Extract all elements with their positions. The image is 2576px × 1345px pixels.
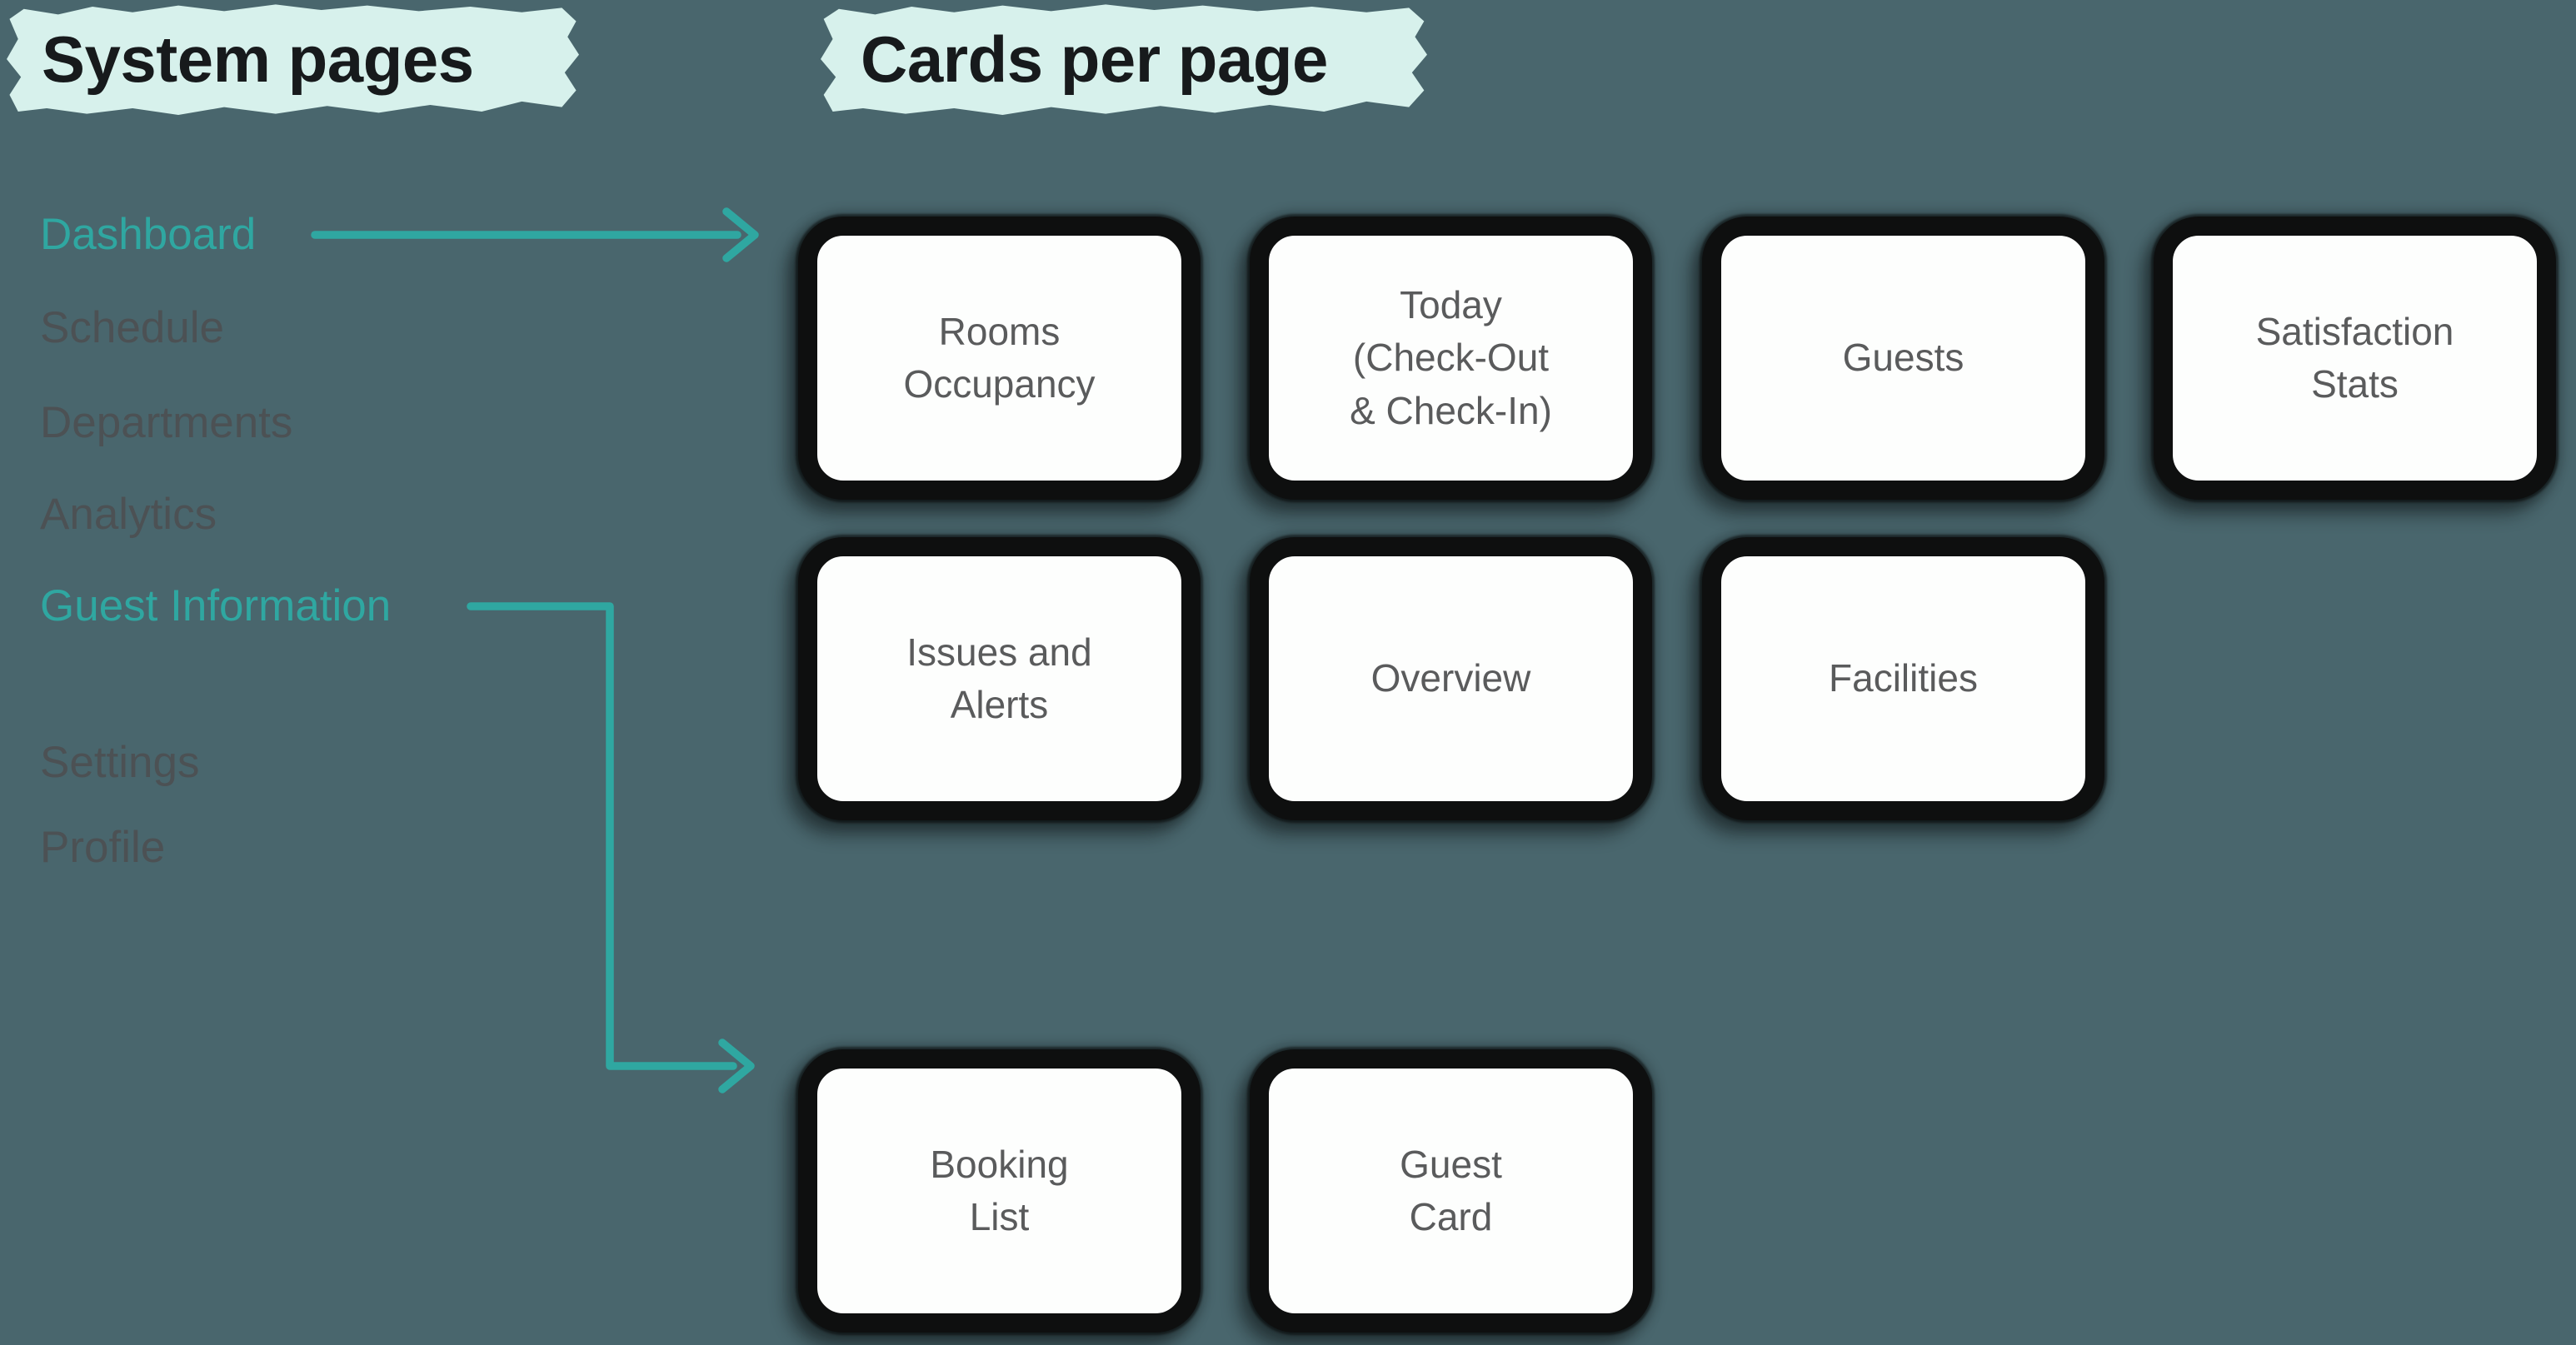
card-label: Guest Card	[1400, 1142, 1502, 1238]
card-label: Guests	[1842, 336, 1964, 380]
card-label: Rooms Occupancy	[903, 309, 1096, 406]
right-section-heading-text: Cards per page	[861, 22, 1328, 96]
card-label: Overview	[1370, 656, 1531, 700]
card-satisfaction-stats[interactable]: Satisfaction Stats	[2154, 217, 2556, 500]
left-section-heading-text: System pages	[42, 22, 474, 96]
arrow-dashboard-to-cards	[311, 207, 759, 262]
card-label: Today (Check-Out & Check-In)	[1350, 282, 1552, 432]
nav-item-dashboard[interactable]: Dashboard	[40, 210, 257, 259]
card-overview[interactable]: Overview	[1250, 537, 1652, 820]
card-rooms-occupancy[interactable]: Rooms Occupancy	[798, 217, 1201, 500]
nav-item-schedule[interactable]: Schedule	[40, 303, 225, 352]
card-facilities[interactable]: Facilities	[1702, 537, 2104, 820]
card-booking-list[interactable]: Booking List	[798, 1049, 1201, 1333]
nav-item-departments[interactable]: Departments	[40, 398, 293, 447]
left-section-heading: System pages	[7, 4, 579, 115]
nav-item-profile[interactable]: Profile	[40, 823, 166, 872]
card-today-check-out-in[interactable]: Today (Check-Out & Check-In)	[1250, 217, 1652, 500]
card-guests[interactable]: Guests	[1702, 217, 2104, 500]
arrow-guest-information-to-cards	[467, 602, 755, 1093]
card-label: Satisfaction Stats	[2255, 309, 2454, 406]
right-section-heading: Cards per page	[821, 4, 1427, 115]
card-label: Issues and Alerts	[906, 630, 1092, 726]
nav-item-analytics[interactable]: Analytics	[40, 490, 217, 539]
card-issues-and-alerts[interactable]: Issues and Alerts	[798, 537, 1201, 820]
nav-item-settings[interactable]: Settings	[40, 738, 200, 787]
card-label: Booking List	[930, 1142, 1069, 1238]
card-label: Facilities	[1829, 656, 1978, 700]
card-guest-card[interactable]: Guest Card	[1250, 1049, 1652, 1333]
nav-item-guest-information[interactable]: Guest Information	[40, 581, 392, 630]
